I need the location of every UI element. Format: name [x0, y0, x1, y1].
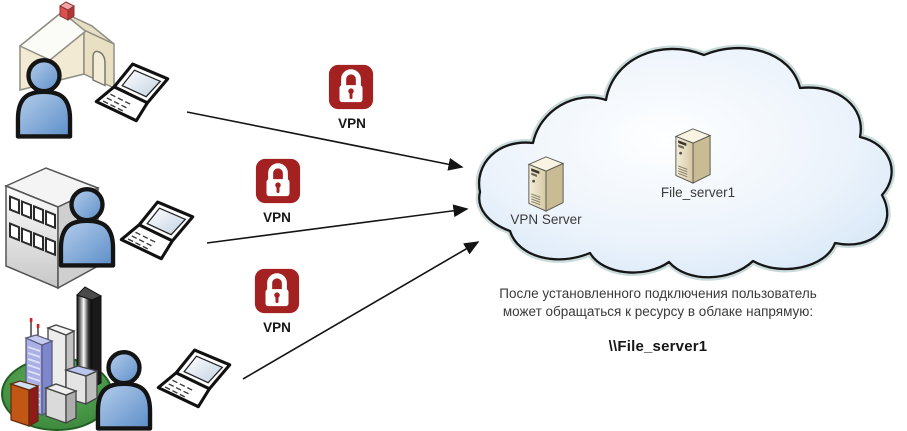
- vpn-lock-icon-home: [329, 65, 373, 109]
- laptop-icon-office: [119, 200, 195, 261]
- vpn-label-office: VPN: [263, 210, 291, 225]
- file-server-label: File_server1: [660, 185, 736, 200]
- file-server-icon: [675, 128, 711, 184]
- vpn-connections: [186, 111, 480, 380]
- house-roof-right: [61, 11, 115, 45]
- city-orange-building: [9, 380, 40, 428]
- arrow-icon-office: [206, 204, 469, 244]
- vpn-label-home: VPN: [338, 116, 366, 131]
- city-buildings-icon: [1, 286, 113, 431]
- vpn-lock-icon-city: [255, 269, 299, 313]
- vpn-server-label: VPN Server: [510, 212, 582, 227]
- city-black-tower: [76, 286, 103, 389]
- house-chimney: [59, 1, 75, 21]
- vpn-server-icon: [528, 156, 564, 212]
- vpn-label-city: VPN: [263, 320, 291, 335]
- person-icon-city: [98, 352, 150, 428]
- note-line-2: может обращаться к ресурсу в облаке напр…: [502, 303, 814, 319]
- house-door: [92, 50, 106, 87]
- city-gray-block: [44, 383, 78, 425]
- note-line-1: После установленного подключения пользов…: [499, 286, 817, 301]
- note-block: После установленного подключения пользов…: [472, 285, 844, 356]
- vpn-lock-icon-office: [256, 159, 300, 203]
- office-windows: [9, 195, 56, 257]
- arrow-icon-city: [242, 241, 480, 380]
- arrow-icon-home: [186, 111, 464, 171]
- unc-path: \\File_server1: [608, 338, 708, 355]
- laptop-icon-city: [156, 348, 232, 409]
